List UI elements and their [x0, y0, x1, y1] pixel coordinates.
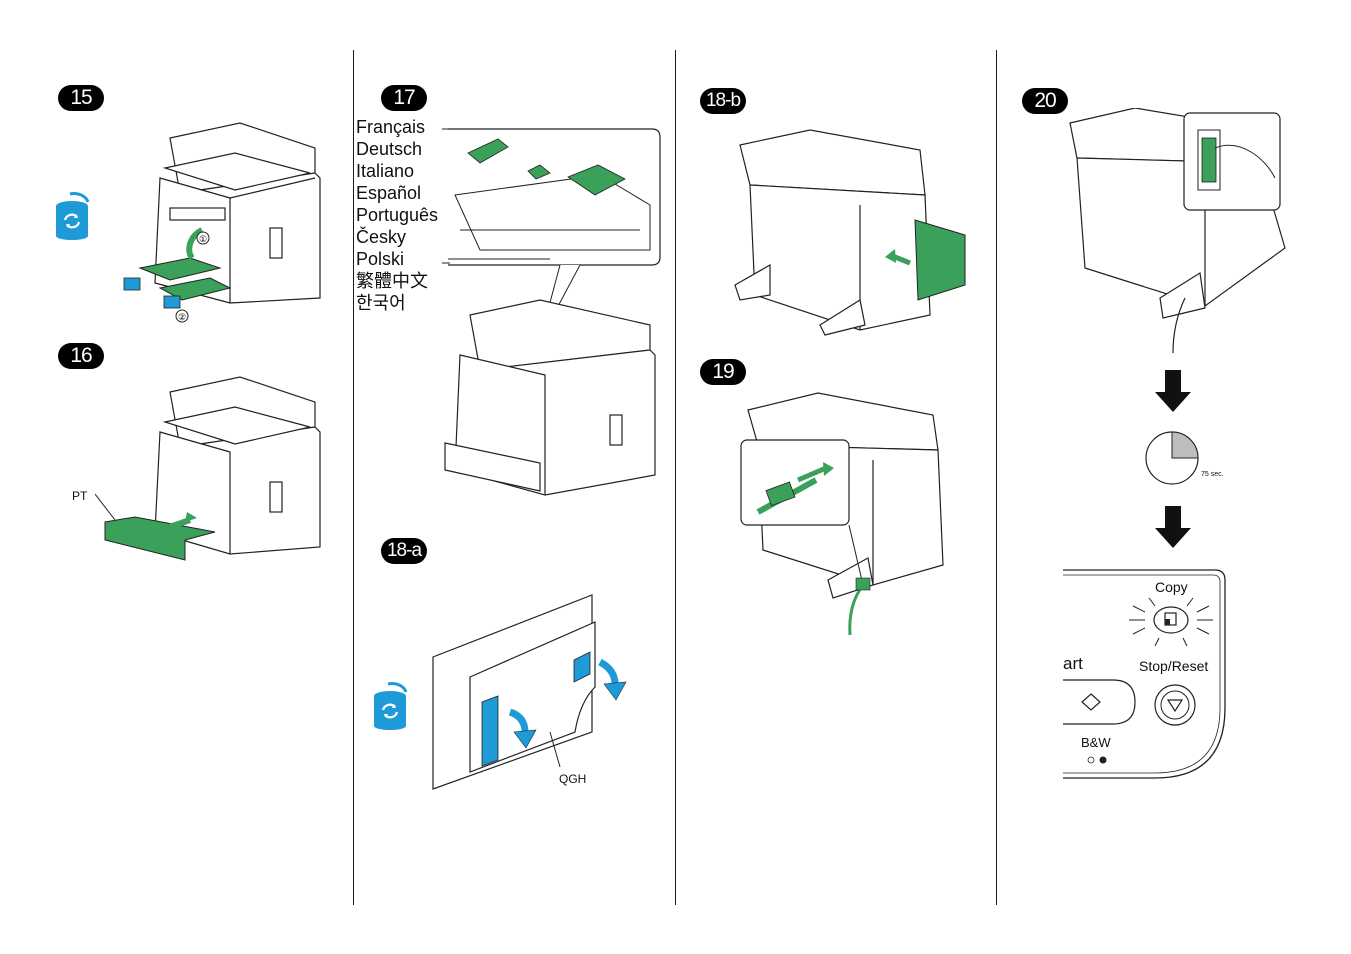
step-17-badge: 17 [381, 85, 427, 111]
language-item: Česky [356, 227, 407, 247]
down-arrow-icon [1155, 370, 1191, 412]
printer-illustration-step16 [95, 376, 321, 561]
bw-label: B&W [1081, 735, 1111, 750]
language-leader-lines [442, 128, 450, 264]
power-cord-illustration [740, 392, 944, 636]
language-item: 繁體中文 [356, 271, 428, 291]
recycle-icon [56, 192, 90, 240]
language-item: Italiano [356, 161, 415, 181]
column-divider-1 [353, 50, 354, 905]
step-18a-badge: 18-a [381, 538, 427, 564]
step-18b-badge: 18-b [700, 88, 746, 114]
panel-overlay-illustration [444, 128, 661, 496]
control-panel-closeup [1063, 569, 1226, 779]
language-item: Español [356, 183, 422, 203]
copy-label: Copy [1155, 579, 1188, 595]
step-19-badge: 19 [700, 359, 746, 385]
step-16-badge: 16 [58, 343, 104, 369]
language-item: 한국어 [356, 293, 406, 313]
column-divider-3 [996, 50, 997, 905]
language-item: Polski [356, 249, 405, 269]
step-15-badge: 15 [58, 85, 104, 111]
recycle-icon [374, 682, 408, 730]
step-20-badge: 20 [1022, 88, 1068, 114]
language-list: Français Deutsch Italiano Español Portug… [356, 116, 438, 314]
start-partial-label: art [1063, 654, 1083, 673]
language-item: Português [356, 205, 439, 225]
timer-icon [1145, 431, 1199, 485]
language-item: Deutsch [356, 139, 423, 159]
down-arrow-icon [1155, 506, 1191, 548]
callout-1: ① [199, 234, 207, 244]
power-switch-illustration [1069, 108, 1286, 354]
language-item: Français [356, 117, 426, 137]
printer-rear-illustration-18b [734, 129, 966, 336]
column-divider-2 [675, 50, 676, 905]
printer-illustration-step15: ① ② [123, 122, 321, 323]
timer-label: 75 sec. [1201, 471, 1224, 478]
part-label-pt: PT [72, 489, 88, 503]
sheet-label-qgh: QGH [559, 772, 587, 786]
stop-reset-label: Stop/Reset [1139, 658, 1209, 674]
callout-2: ② [178, 312, 186, 322]
protective-sheet-illustration [432, 594, 627, 790]
